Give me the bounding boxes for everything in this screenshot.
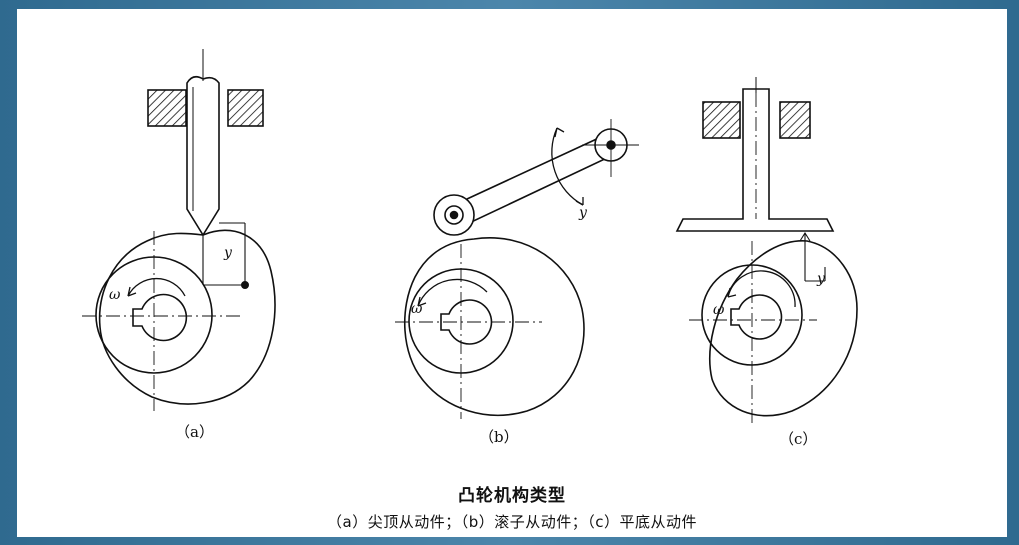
- slide: ω y ω y ω y （a） （b） （c） 凸轮机构类型 （a）尖顶从动件；…: [17, 9, 1007, 537]
- cam-profile: [98, 229, 276, 405]
- diagram-b-roller-follower: [395, 119, 639, 419]
- cam-profile: [403, 237, 585, 417]
- figure-subtitle: （a）尖顶从动件；（b）滚子从动件；（c）平底从动件: [327, 513, 697, 531]
- y-label-a: y: [223, 245, 233, 261]
- guide-block-left: [147, 89, 187, 127]
- cam-profile: [709, 240, 858, 417]
- keyway-shaft: [440, 299, 493, 345]
- keyway-shaft: [132, 293, 188, 342]
- keyway-shaft: [730, 294, 783, 340]
- swing-arrow: [551, 127, 584, 206]
- figure-title: 凸轮机构类型: [458, 486, 566, 506]
- caption-c: （c）: [779, 430, 818, 448]
- omega-arrow: [417, 278, 488, 307]
- cam-mechanism-diagram: ω y ω y ω y: [82, 49, 858, 424]
- diagram-a-knife-edge-follower: [82, 49, 276, 411]
- guide-block-right: [227, 89, 264, 127]
- omega-label-b: ω: [411, 301, 423, 317]
- diagram-c-flat-faced-follower: [675, 77, 858, 424]
- caption-b: （b）: [479, 428, 519, 446]
- omega-arrow: [127, 277, 186, 297]
- guide-block-left: [702, 101, 741, 139]
- caption-a: （a）: [175, 423, 214, 441]
- y-label-b: y: [578, 205, 588, 221]
- omega-label-a: ω: [109, 287, 121, 303]
- knife-edge-rod: [186, 75, 220, 237]
- omega-arrow: [727, 270, 796, 308]
- pivot-dot: [241, 280, 250, 289]
- y-label-c: y: [816, 271, 826, 287]
- omega-label-c: ω: [713, 302, 725, 318]
- guide-block-right: [779, 101, 811, 139]
- flat-face-follower: [675, 88, 835, 232]
